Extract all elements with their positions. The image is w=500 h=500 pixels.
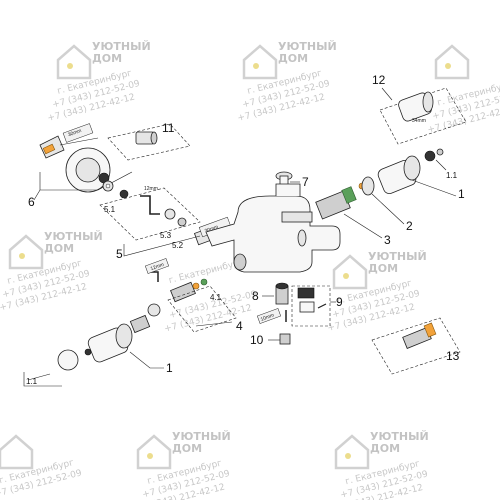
callout-4-1: 4.1 <box>210 293 222 302</box>
house-logo-icon <box>56 44 92 80</box>
callout-8: 8 <box>252 289 259 303</box>
watermark-brand-1: УЮТНЫЙ <box>368 250 427 263</box>
watermark-brand-1: УЮТНЫЙ <box>92 40 151 53</box>
part-12-adapter-box: 34mm <box>379 87 467 145</box>
part-7-cap <box>275 171 293 187</box>
part-5-1-ring <box>102 180 129 199</box>
watermark-top-left: УЮТНЫЙ ДОМ г. Екатеринбург +7 (343) 212-… <box>47 40 151 124</box>
house-logo-icon <box>0 434 34 470</box>
watermark-brand-2: ДОМ <box>278 52 308 65</box>
part-10-nut <box>256 308 291 345</box>
callout-13: 13 <box>446 349 460 363</box>
callout-5-3: 5.3 <box>160 231 172 240</box>
callout-6: 6 <box>28 195 35 209</box>
house-logo-icon <box>8 234 44 270</box>
mixer-body <box>205 183 341 273</box>
part-11-box <box>107 123 191 161</box>
watermark-middle-right: УЮТНЫЙ ДОМ г. Екатеринбург +7 (343) 212-… <box>327 250 427 334</box>
part-2-ring <box>361 176 375 196</box>
dim-34mm: 34mm <box>412 118 426 124</box>
callout-2: 2 <box>406 219 413 233</box>
part-3-thermo-cartridge <box>315 182 366 220</box>
watermark-brand-1: УЮТНЫЙ <box>44 230 103 243</box>
house-logo-icon <box>332 254 368 290</box>
callout-5: 5 <box>116 247 123 261</box>
part-1-handle-right <box>377 148 444 195</box>
dim-30mm-top: 30mm <box>67 128 82 138</box>
callout-11: 11 <box>162 121 175 135</box>
callout-1-right: 1 <box>458 187 465 201</box>
watermark-brand-2: ДОМ <box>172 442 202 455</box>
callout-1-left: 1 <box>166 361 173 375</box>
watermark-bottom-right: УЮТНЫЙ ДОМ г. Екатеринбург +7 (343) 212-… <box>334 430 430 500</box>
watermark-brand-1: УЮТНЫЙ <box>172 430 231 443</box>
watermark-top-center: УЮТНЫЙ ДОМ г. Екатеринбург +7 (343) 212-… <box>237 40 337 124</box>
part-9-set <box>291 285 331 327</box>
watermark-middle-left: УЮТНЫЙ ДОМ г. Екатеринбург +7 (343) 212-… <box>0 230 103 313</box>
dim-12mm-left: 12mm <box>150 262 165 272</box>
watermark-brand-2: ДОМ <box>44 242 74 255</box>
watermark-brand-2: ДОМ <box>368 262 398 275</box>
watermark-bottom-center: УЮТНЫЙ ДОМ г. Екатеринбург +7 (343) 212-… <box>136 430 232 500</box>
dim-12mm: 12mm <box>144 186 158 192</box>
callout-5-2: 5.2 <box>172 241 184 250</box>
watermark-bottom-left: г. Екатеринбург +7 (343) 212-52-09 <box>0 434 83 500</box>
watermark-brand-2: ДОМ <box>370 442 400 455</box>
dim-10mm: 10mm <box>260 312 275 322</box>
callout-7: 7 <box>302 175 309 189</box>
watermark-brand-2: ДОМ <box>92 52 122 65</box>
house-logo-icon <box>136 434 172 470</box>
callout-1-1-left: 1.1 <box>26 377 38 386</box>
part-13-cartridge-box <box>371 317 461 375</box>
callout-10: 10 <box>250 333 264 347</box>
callout-3: 3 <box>384 233 391 247</box>
callout-12: 12 <box>372 73 386 87</box>
watermark-brand-1: УЮТНЫЙ <box>278 40 337 53</box>
house-logo-icon <box>334 434 370 470</box>
dim-30mm-mid: 30mm <box>204 224 219 234</box>
watermark-brand-1: УЮТНЫЙ <box>370 430 429 443</box>
callout-1-1-right: 1.1 <box>446 171 458 180</box>
part-6-wall-flange <box>39 123 111 193</box>
callout-5-1: 5.1 <box>104 205 116 214</box>
part-4-diverter <box>144 258 208 303</box>
part-8-check-valve <box>275 282 289 305</box>
part-1-handle-left <box>57 303 161 371</box>
house-logo-icon <box>242 44 278 80</box>
callout-4: 4 <box>236 319 243 333</box>
callout-9: 9 <box>336 295 343 309</box>
watermark-top-right: г. Екатеринбург +7 (343) 212-52-09 +7 (3… <box>427 44 500 136</box>
house-logo-icon <box>434 44 470 80</box>
